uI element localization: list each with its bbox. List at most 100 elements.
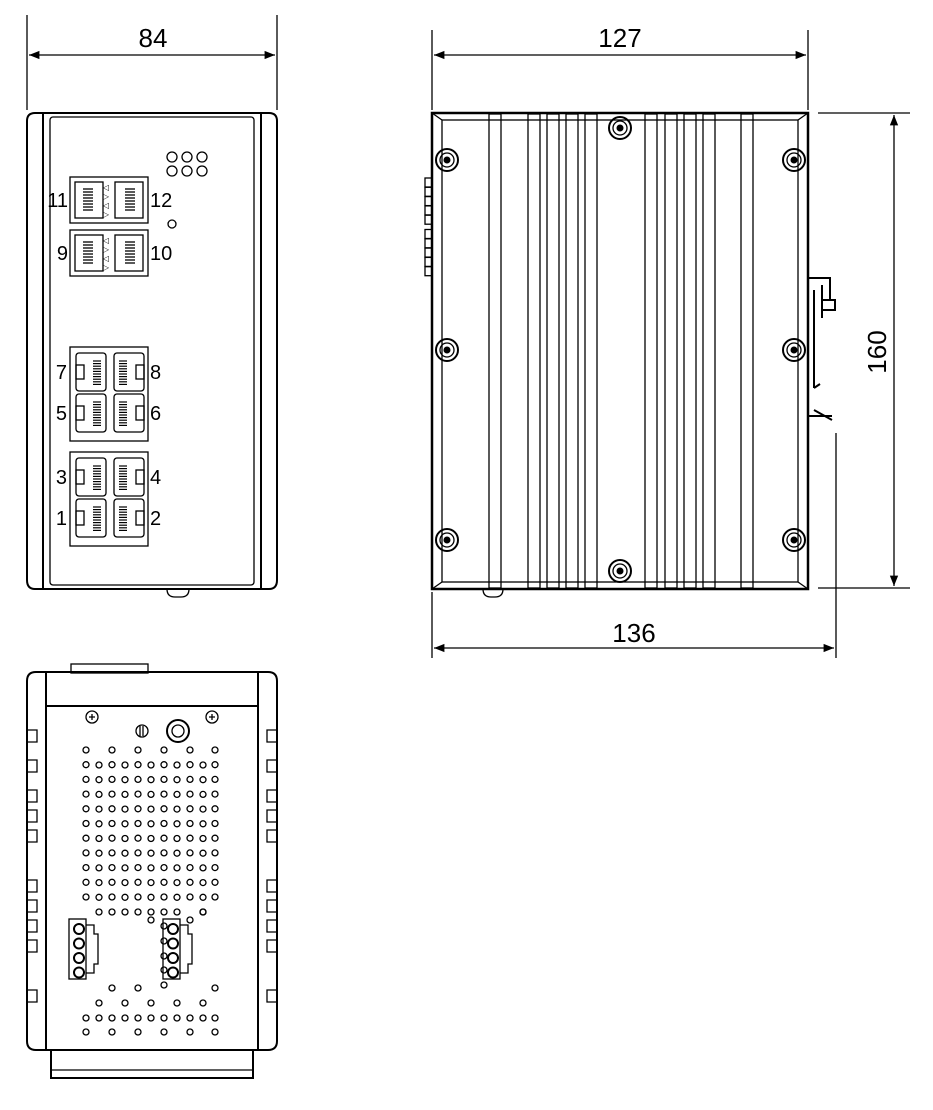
connector-pin xyxy=(424,266,433,277)
vent-hole xyxy=(199,849,207,857)
housing-notch xyxy=(266,919,277,933)
vent-hole xyxy=(121,893,129,901)
sfp-slot xyxy=(74,181,104,219)
rj45-port xyxy=(113,498,145,538)
vent-hole xyxy=(147,908,155,916)
rj45-latch xyxy=(135,510,145,526)
vent-hole xyxy=(160,775,168,784)
screw-outer xyxy=(435,528,459,552)
vent-hole xyxy=(108,790,116,798)
status-arrow-icon: ◁ xyxy=(102,183,109,192)
screw-drive xyxy=(790,156,798,164)
screw-icon xyxy=(435,528,459,552)
housing-notch xyxy=(266,789,277,803)
vent-hole xyxy=(147,805,155,813)
housing-notch xyxy=(266,939,277,953)
screw-icon xyxy=(205,710,219,724)
vent-hole xyxy=(134,761,142,769)
terminal-screw-hole xyxy=(167,937,179,950)
vent-hole xyxy=(108,819,116,828)
vent-hole xyxy=(160,908,168,916)
vent-hole xyxy=(147,761,155,769)
vent-hole xyxy=(108,893,116,901)
housing-notch xyxy=(266,809,277,823)
vent-hole xyxy=(199,999,207,1007)
terminal-screw-hole xyxy=(167,966,179,979)
vent-hole xyxy=(160,878,168,886)
connector-pin xyxy=(424,214,433,225)
vent-hole xyxy=(82,878,90,886)
vent-hole xyxy=(121,761,129,769)
housing-notch xyxy=(27,829,38,843)
heatsink-fin xyxy=(644,113,658,589)
vent-hole xyxy=(134,819,142,828)
port-label: 4 xyxy=(150,467,161,489)
screw-head xyxy=(205,710,219,724)
front-panel xyxy=(49,116,255,586)
port-label: 11 xyxy=(47,190,68,212)
vent-hole xyxy=(160,863,168,872)
vent-hole xyxy=(160,834,168,842)
vent-hole xyxy=(82,805,90,813)
vent-hole xyxy=(147,916,155,924)
heatsink-fin xyxy=(527,113,541,589)
side-clip-tab xyxy=(482,588,504,598)
led-indicator xyxy=(166,151,178,163)
rj45-port xyxy=(113,393,145,433)
vent-hole xyxy=(134,1014,142,1022)
vent-hole xyxy=(173,776,181,784)
led-indicator xyxy=(196,151,208,163)
status-arrow-icon: ▷ xyxy=(103,245,110,254)
vent-hole xyxy=(82,746,90,754)
heatsink-fin xyxy=(702,113,716,589)
rj45-latch xyxy=(75,405,85,421)
vent-hole xyxy=(121,999,129,1007)
vent-hole xyxy=(147,834,155,843)
status-arrow-icon: ▷ xyxy=(103,210,110,219)
housing-notch xyxy=(266,729,277,743)
housing-notch xyxy=(27,879,38,893)
rj45-latch xyxy=(135,469,145,485)
housing-notch xyxy=(27,809,38,823)
vent-hole xyxy=(108,805,116,813)
vent-hole xyxy=(147,790,155,799)
vent-hole xyxy=(173,834,181,843)
vent-hole xyxy=(211,746,219,754)
vent-hole xyxy=(95,820,103,828)
heatsink-fin xyxy=(584,113,598,589)
vent-hole xyxy=(121,790,129,799)
vent-hole xyxy=(173,849,181,857)
vent-hole xyxy=(173,999,181,1007)
heatsink-fin xyxy=(740,113,754,589)
vent-hole xyxy=(160,893,168,901)
vent-hole xyxy=(82,819,90,828)
side-view xyxy=(424,111,836,598)
vent-hole xyxy=(160,1014,168,1022)
vent-hole xyxy=(82,1014,90,1022)
housing-notch xyxy=(266,989,277,1003)
vent-hole xyxy=(134,893,142,901)
vent-hole xyxy=(95,761,103,769)
vent-hole xyxy=(108,746,116,754)
dimension-depth-136: 136 xyxy=(431,433,837,658)
screw-head xyxy=(786,152,802,168)
vent-hole xyxy=(134,984,142,992)
screw-icon xyxy=(608,116,632,140)
vent-hole xyxy=(134,908,142,916)
vent-hole xyxy=(186,863,194,872)
vent-hole xyxy=(147,776,155,784)
vent-hole xyxy=(186,916,194,924)
heatsink-fin xyxy=(546,113,560,589)
ventilation-holes xyxy=(82,746,219,1036)
vent-hole xyxy=(160,966,168,974)
vent-hole xyxy=(82,863,90,872)
dimension-label: 136 xyxy=(612,618,655,648)
side-connector-profile xyxy=(424,177,433,277)
mounting-base xyxy=(50,1049,254,1079)
port-label: 12 xyxy=(150,190,172,212)
heatsink-fins xyxy=(488,113,754,589)
vent-hole xyxy=(173,1014,181,1022)
